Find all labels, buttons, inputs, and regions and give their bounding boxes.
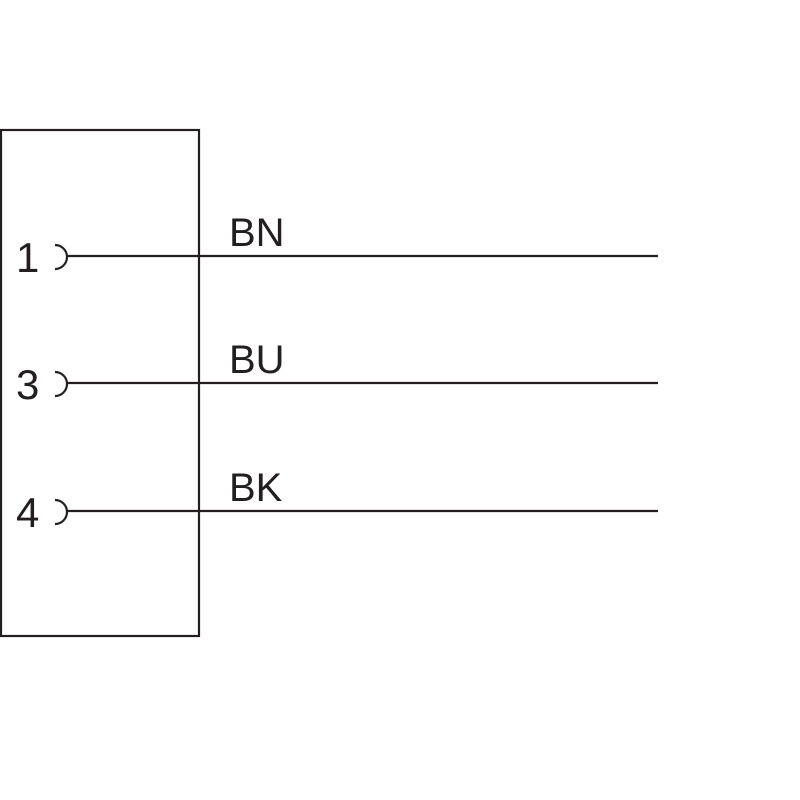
socket-contact-icon (54, 370, 69, 398)
wire-color-code: BN (229, 211, 285, 255)
wire-color-code: BK (229, 466, 283, 510)
pin-number: 1 (16, 234, 39, 281)
wire-row-pin-1: 1 BN (16, 211, 658, 281)
socket-contact-icon (54, 243, 69, 271)
pin-number: 3 (16, 361, 39, 408)
wire-row-pin-4: 4 BK (16, 466, 658, 536)
wire-color-code: BU (229, 338, 285, 382)
pin-number: 4 (16, 489, 39, 536)
wire-row-pin-3: 3 BU (16, 338, 658, 408)
socket-contact-icon (54, 498, 69, 526)
